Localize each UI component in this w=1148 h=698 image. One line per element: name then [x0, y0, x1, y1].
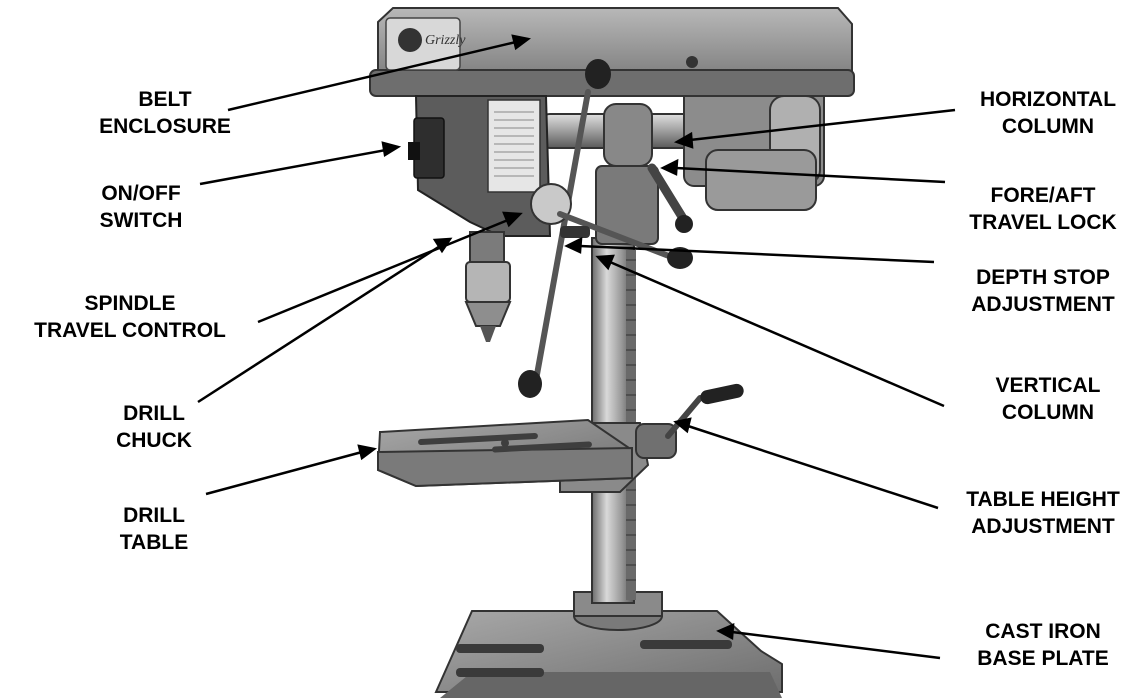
- leader-spindle-travel: [257, 211, 523, 324]
- leader-vertical-column: [595, 254, 945, 408]
- leader-lines: [197, 34, 956, 660]
- leader-belt-enclosure: [227, 34, 531, 112]
- brand-logo: Grizzly: [425, 33, 466, 48]
- horizontal-column-shape: [539, 79, 825, 245]
- vertical-column-shape: [591, 237, 636, 604]
- leader-on-off-switch: [199, 141, 402, 186]
- head-shape: Grizzly: [369, 7, 855, 237]
- chuck-shape: [464, 231, 512, 342]
- spindle-handles-shape: [518, 59, 693, 398]
- leader-fore-aft: [660, 158, 946, 184]
- leader-depth-stop: [564, 236, 935, 264]
- leader-base-plate: [716, 623, 941, 660]
- leader-drill-table: [205, 444, 377, 496]
- base-plate-shape: [434, 591, 783, 698]
- drill-table-shape: [376, 383, 744, 493]
- leader-drill-chuck: [197, 237, 453, 404]
- leader-table-height: [673, 417, 939, 510]
- leader-horizontal-column: [673, 108, 956, 149]
